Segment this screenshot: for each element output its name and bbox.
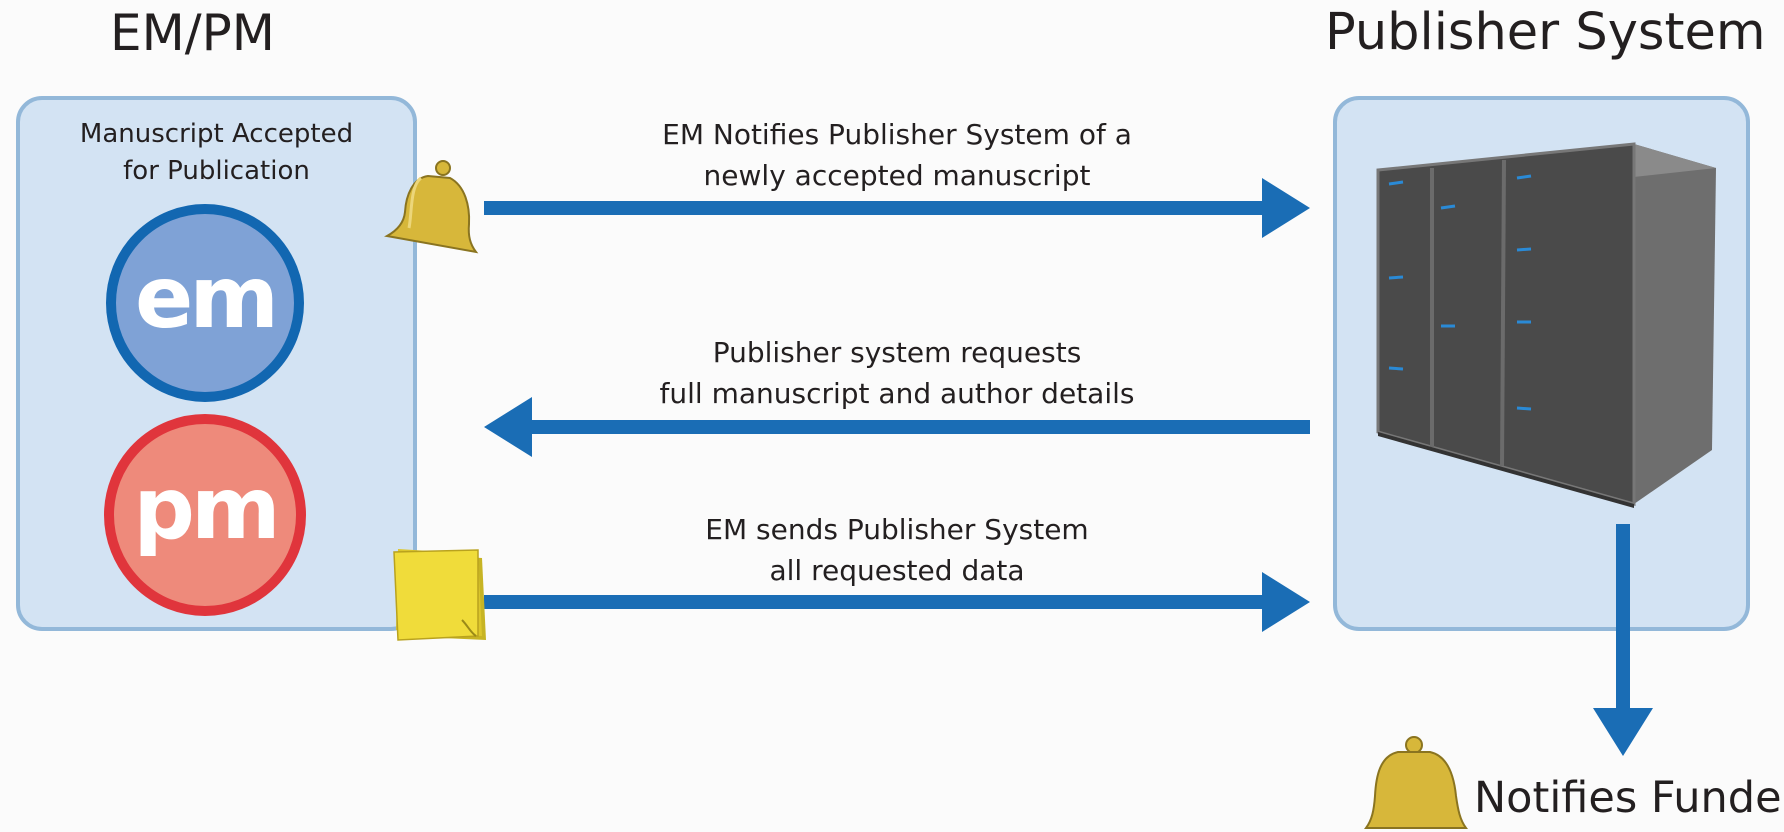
send-data-message-line-1: EM sends Publisher System — [705, 513, 1089, 546]
request-message: Publisher system requests full manuscrip… — [597, 332, 1197, 414]
notify-message-line-2: newly accepted manuscript — [703, 159, 1091, 192]
publisher-system-heading: Publisher System — [1325, 3, 1766, 62]
em-pm-heading: EM/PM — [110, 4, 275, 62]
em-logo: em — [106, 204, 304, 402]
bell-icon — [384, 160, 479, 254]
manuscript-accepted-caption: Manuscript Accepted for Publication — [16, 116, 417, 190]
send-data-arrow — [484, 572, 1310, 632]
server-cabinet-icon — [1376, 142, 1716, 508]
request-message-line-1: Publisher system requests — [712, 336, 1082, 369]
notify-arrow — [484, 178, 1310, 238]
notify-message: EM Notifies Publisher System of a newly … — [597, 114, 1197, 196]
notify-funder-arrow — [1593, 524, 1653, 756]
request-arrow — [484, 397, 1310, 457]
pm-logo: pm — [104, 414, 306, 616]
funder-bell-icon — [1364, 736, 1468, 829]
send-data-message-line-2: all requested data — [769, 554, 1025, 587]
sticky-notes-icon — [393, 549, 486, 641]
request-message-line-2: full manuscript and author details — [659, 377, 1135, 410]
caption-line-2: for Publication — [123, 156, 310, 186]
send-data-message: EM sends Publisher System all requested … — [597, 509, 1197, 591]
caption-line-1: Manuscript Accepted — [79, 119, 354, 149]
notify-message-line-1: EM Notifies Publisher System of a — [662, 118, 1132, 151]
notifies-funder-label: Notifies Funder — [1474, 773, 1784, 823]
